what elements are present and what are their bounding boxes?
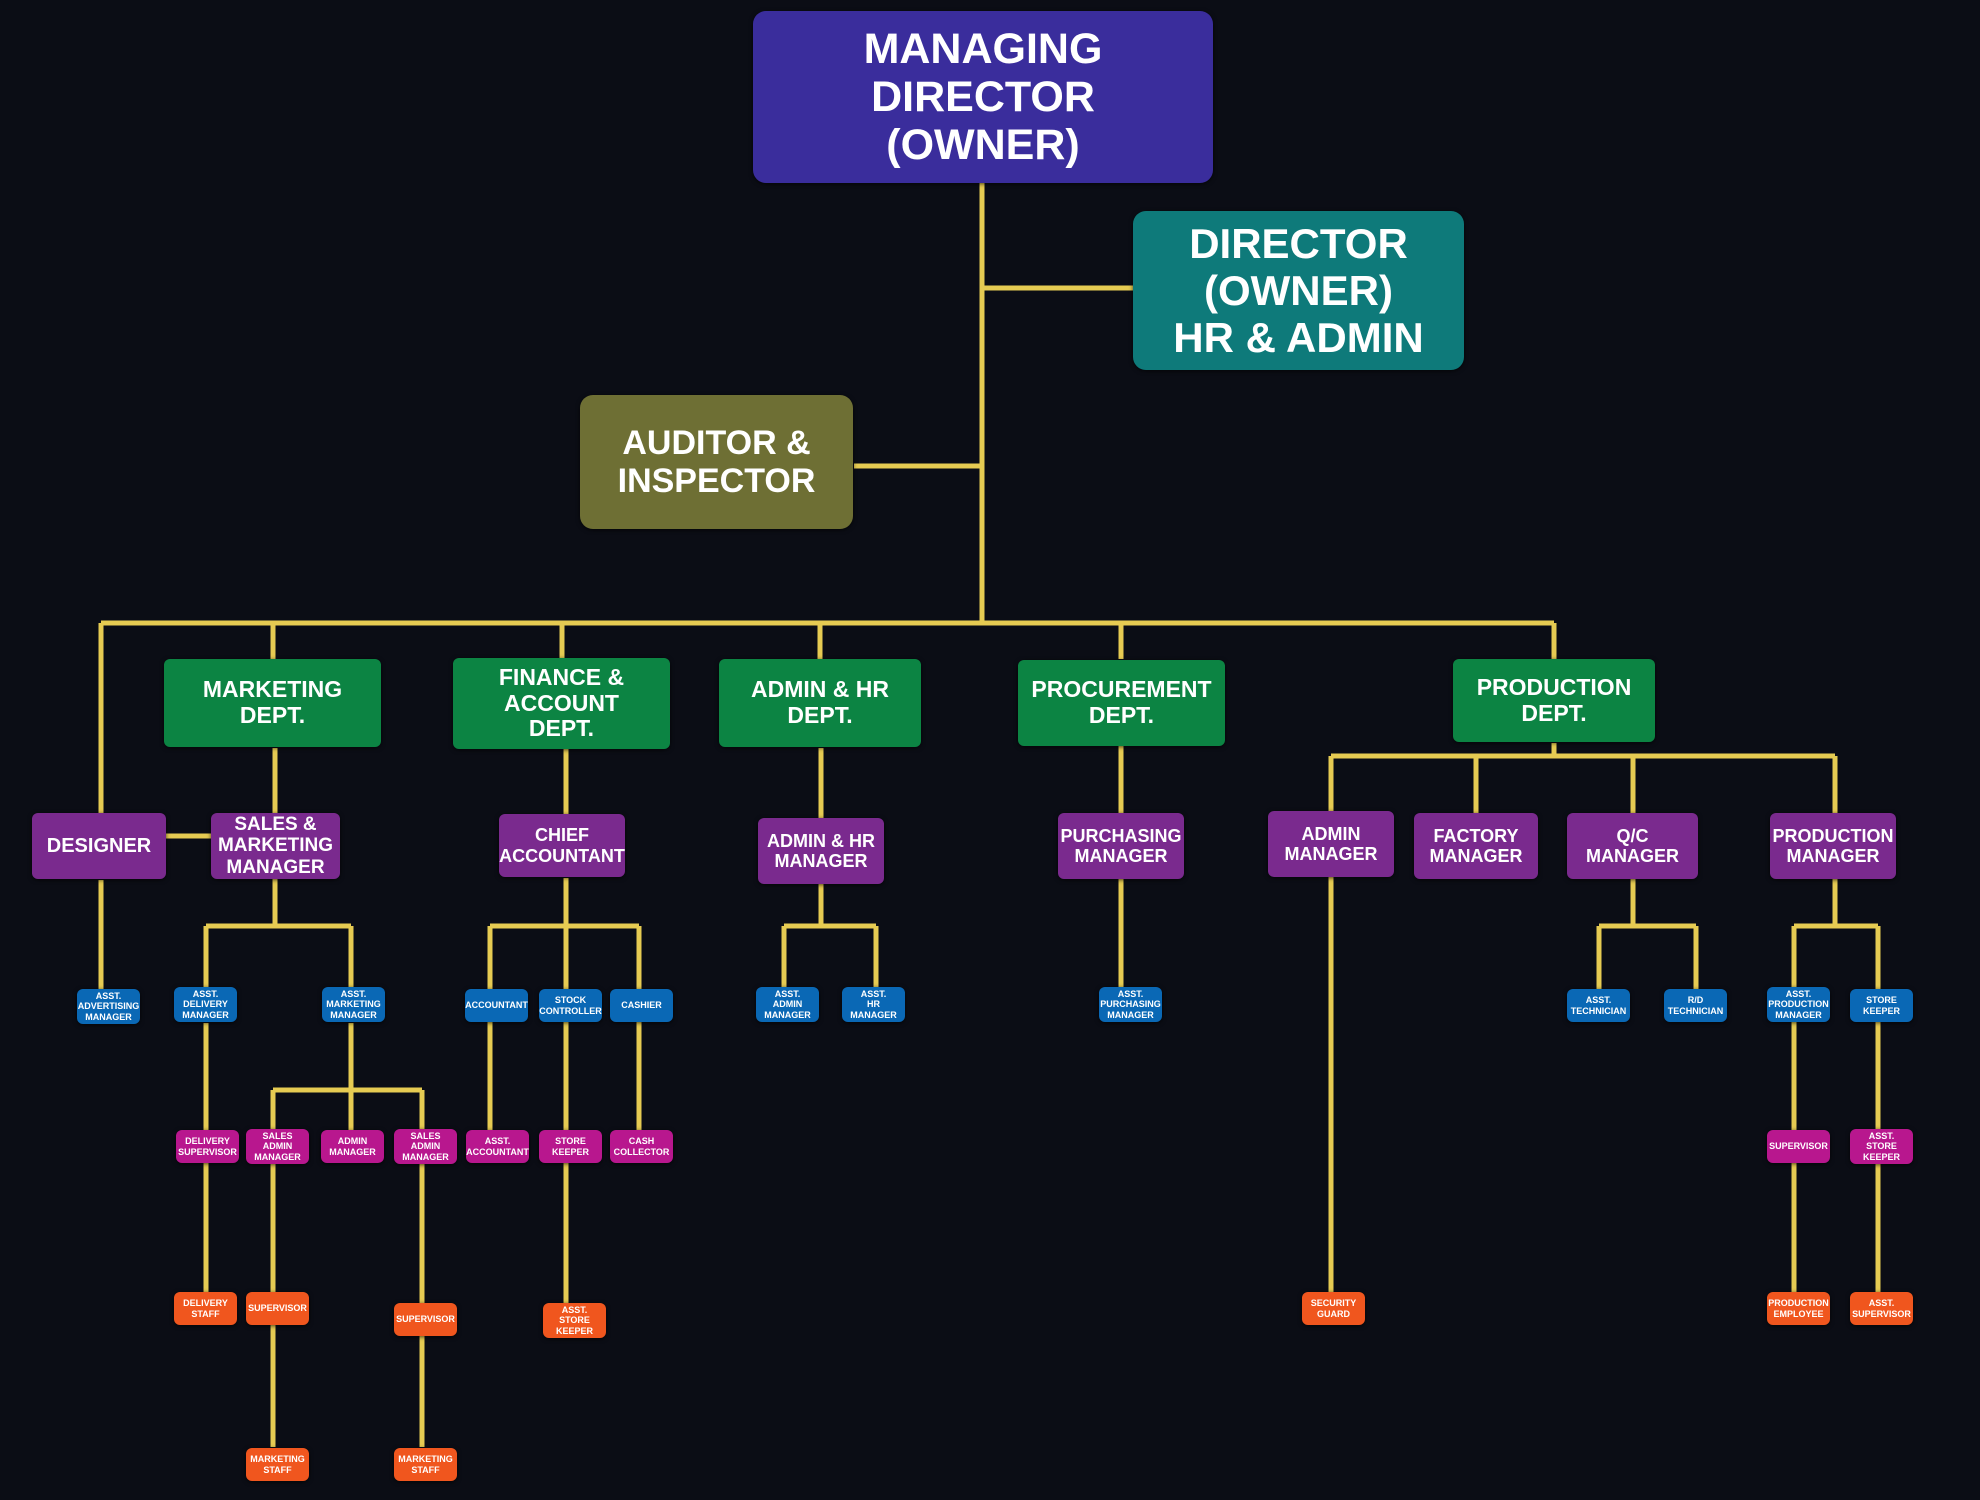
node-label: MARKETING STAFF (250, 1454, 305, 1475)
node-supervisor-2: SUPERVISOR (394, 1303, 457, 1336)
node-label: ASST. STORE KEEPER (555, 1305, 593, 1336)
node-managing-director: MANAGING DIRECTOR (OWNER) (753, 11, 1213, 183)
node-label: SALES ADMIN MANAGER (402, 1131, 449, 1162)
node-label: MANAGING DIRECTOR (OWNER) (863, 24, 1103, 170)
node-sales-marketing-manager: SALES & MARKETING MANAGER (211, 813, 340, 879)
node-director-hr-admin: DIRECTOR (OWNER) HR & ADMIN (1133, 211, 1464, 370)
node-label: ADMIN MANAGER (1284, 823, 1378, 864)
node-label: ASST. PRODUCTION MANAGER (1768, 989, 1829, 1020)
node-rd-technician: R/D TECHNICIAN (1664, 989, 1727, 1022)
node-label: ACCOUNTANT (465, 1000, 528, 1011)
node-asst-production-manager: ASST. PRODUCTION MANAGER (1767, 987, 1830, 1022)
node-label: ASST. STORE KEEPER (1862, 1131, 1900, 1162)
node-label: SALES & MARKETING MANAGER (217, 814, 334, 878)
node-mkt-admin-manager: ADMIN MANAGER (321, 1130, 384, 1163)
node-label: ASST. TECHNICIAN (1570, 995, 1627, 1016)
node-label: SALES ADMIN MANAGER (254, 1131, 301, 1162)
node-label: R/D TECHNICIAN (1667, 995, 1724, 1016)
node-sales-admin-manager-1: SALES ADMIN MANAGER (246, 1129, 309, 1164)
node-label: ASST. MARKETING MANAGER (326, 989, 381, 1020)
node-label: ASST. ADMIN MANAGER (764, 989, 811, 1020)
node-cash-collector: CASH COLLECTOR (610, 1130, 673, 1163)
node-sales-admin-manager-2: SALES ADMIN MANAGER (394, 1129, 457, 1164)
node-label: SUPERVISOR (1769, 1141, 1828, 1152)
node-label: ADMIN & HR DEPT. (751, 676, 889, 728)
node-label: FACTORY MANAGER (1429, 825, 1523, 866)
node-prod-admin-manager: ADMIN MANAGER (1268, 811, 1394, 877)
node-asst-technician: ASST. TECHNICIAN (1567, 989, 1630, 1022)
node-asst-accountant: ASST. ACCOUNTANT (466, 1130, 529, 1163)
node-label: ASST. PURCHASING MANAGER (1100, 989, 1161, 1020)
node-label: CHIEF ACCOUNTANT (499, 825, 625, 866)
node-label: MARKETING STAFF (398, 1454, 453, 1475)
node-label: FINANCE & ACCOUNT DEPT. (498, 663, 625, 742)
node-production-manager: PRODUCTION MANAGER (1770, 813, 1896, 879)
node-delivery-staff: DELIVERY STAFF (174, 1292, 237, 1325)
node-purchasing-manager: PURCHASING MANAGER (1058, 813, 1184, 879)
node-prod-supervisor: SUPERVISOR (1767, 1130, 1830, 1163)
node-asst-supervisor: ASST. SUPERVISOR (1850, 1292, 1913, 1325)
node-label: CASH COLLECTOR (613, 1136, 670, 1157)
node-label: STORE KEEPER (551, 1136, 589, 1157)
node-label: ASST. ACCOUNTANT (466, 1136, 529, 1157)
node-marketing-staff-1: MARKETING STAFF (246, 1448, 309, 1481)
node-label: ASST. ADVERTISING MANAGER (77, 991, 140, 1022)
node-auditor-inspector: AUDITOR & INSPECTOR (580, 395, 853, 529)
node-designer: DESIGNER (32, 813, 166, 879)
node-label: PROCUREMENT DEPT. (1031, 676, 1212, 728)
node-label: PRODUCTION EMPLOYEE (1768, 1298, 1829, 1319)
node-security-guard: SECURITY GUARD (1302, 1292, 1365, 1325)
node-label: PRODUCTION MANAGER (1772, 825, 1894, 866)
node-store-keeper-prod: STORE KEEPER (1850, 989, 1913, 1022)
node-marketing-dept: MARKETING DEPT. (164, 659, 381, 747)
node-asst-hr-manager: ASST. HR MANAGER (842, 987, 905, 1022)
node-label: ASST. SUPERVISOR (1852, 1298, 1911, 1319)
node-label: PRODUCTION DEPT. (1476, 673, 1632, 726)
node-label: DELIVERY SUPERVISOR (178, 1136, 237, 1157)
node-asst-store-keeper-prod: ASST. STORE KEEPER (1850, 1129, 1913, 1164)
node-label: DELIVERY STAFF (183, 1298, 228, 1319)
node-asst-marketing-manager: ASST. MARKETING MANAGER (322, 987, 385, 1022)
node-stock-controller: STOCK CONTROLLER (539, 989, 602, 1022)
node-admin-hr-dept: ADMIN & HR DEPT. (719, 659, 921, 747)
node-qc-manager: Q/C MANAGER (1567, 813, 1698, 879)
node-label: ASST. DELIVERY MANAGER (182, 989, 229, 1020)
node-label: DESIGNER (46, 834, 152, 857)
node-label: CASHIER (621, 1000, 662, 1011)
node-cashier: CASHIER (610, 989, 673, 1022)
node-label: STORE KEEPER (1862, 995, 1900, 1016)
node-production-employee: PRODUCTION EMPLOYEE (1767, 1292, 1830, 1325)
node-label: ADMIN MANAGER (329, 1136, 376, 1157)
node-asst-store-keeper-fin: ASST. STORE KEEPER (543, 1303, 606, 1338)
node-asst-advertising-manager: ASST. ADVERTISING MANAGER (77, 989, 140, 1024)
node-marketing-staff-2: MARKETING STAFF (394, 1448, 457, 1481)
node-admin-hr-manager: ADMIN & HR MANAGER (758, 818, 884, 884)
node-asst-delivery-manager: ASST. DELIVERY MANAGER (174, 987, 237, 1022)
node-label: AUDITOR & INSPECTOR (617, 423, 816, 500)
node-chief-accountant: CHIEF ACCOUNTANT (499, 814, 625, 877)
node-label: SUPERVISOR (248, 1303, 307, 1314)
node-asst-admin-manager: ASST. ADMIN MANAGER (756, 987, 819, 1022)
node-label: ADMIN & HR MANAGER (767, 830, 875, 871)
node-label: SUPERVISOR (396, 1314, 455, 1325)
node-supervisor-1: SUPERVISOR (246, 1292, 309, 1325)
node-factory-manager: FACTORY MANAGER (1414, 813, 1538, 879)
node-production-dept: PRODUCTION DEPT. (1453, 659, 1655, 742)
node-label: SECURITY GUARD (1310, 1298, 1357, 1319)
node-label: Q/C MANAGER (1586, 825, 1679, 866)
node-label: ASST. HR MANAGER (850, 989, 897, 1020)
node-accountant: ACCOUNTANT (465, 989, 528, 1022)
node-finance-dept: FINANCE & ACCOUNT DEPT. (453, 658, 670, 749)
node-procurement-dept: PROCUREMENT DEPT. (1018, 660, 1225, 746)
node-label: MARKETING DEPT. (202, 676, 343, 728)
node-store-keeper-fin: STORE KEEPER (539, 1130, 602, 1163)
node-delivery-supervisor: DELIVERY SUPERVISOR (176, 1130, 239, 1163)
node-label: PURCHASING MANAGER (1060, 825, 1182, 866)
node-asst-purchasing-manager: ASST. PURCHASING MANAGER (1099, 987, 1162, 1022)
node-label: DIRECTOR (OWNER) HR & ADMIN (1173, 219, 1424, 362)
node-label: STOCK CONTROLLER (539, 995, 602, 1016)
